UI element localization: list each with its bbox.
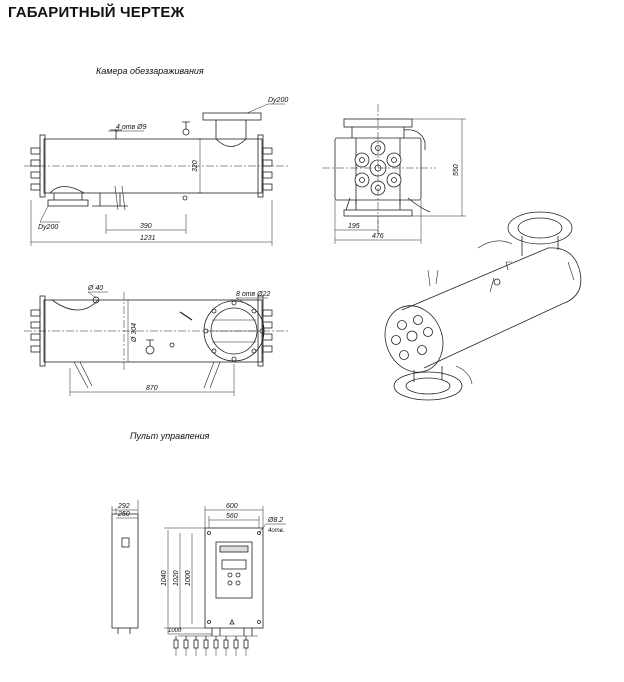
isometric-outlet-flange [507, 211, 573, 245]
chamber-front-left-connectors [30, 147, 273, 191]
panel-side-body [111, 513, 139, 629]
chamber-side-height-label: 550 [453, 164, 460, 176]
chamber-isometric-view [384, 211, 582, 401]
chamber-top-small-diameter-label: Ø 40 [87, 285, 103, 292]
panel-width-outer: 600 [226, 503, 238, 510]
chamber-top-holes-label: 8 отв Ø22 [236, 291, 270, 298]
chamber-top-view: Ø 40 8 отв Ø22 Ø 304 870 [24, 285, 290, 396]
panel-hole-count: 4отв. [268, 528, 284, 534]
chamber-side-offset-label: 195 [348, 223, 360, 230]
chamber-front-offset-label: 390 [140, 223, 152, 230]
chamber-side-width-label: 476 [372, 233, 384, 240]
panel-width-inner: 560 [226, 513, 238, 520]
panel-cable-glands [173, 628, 258, 656]
chamber-caption: Камера обеззараживания [96, 66, 204, 76]
page-title: ГАБАРИТНЫЙ ЧЕРТЕЖ [8, 4, 185, 21]
panel-side-view: 292 250 [111, 500, 139, 634]
chamber-front-inlet-flange [47, 199, 89, 207]
isometric-cylinder [401, 247, 582, 369]
chamber-front-view: Dy200 4 отв Ø9 320 Dy200 390 1231 [24, 97, 290, 246]
chamber-front-inlet-label: Dy200 [38, 224, 58, 231]
chamber-front-flange-label: Dy200 [268, 97, 288, 104]
chamber-front-holes-label: 4 отв Ø9 [116, 124, 147, 131]
panel-hole-diameter: Ø8.2 [267, 517, 283, 524]
panel-height-1: 1040 [161, 570, 168, 586]
chamber-front-outlet-pipe [202, 112, 262, 147]
control-panel-caption: Пульт управления [130, 431, 210, 441]
panel-side-width-inner: 250 [117, 511, 130, 518]
chamber-side-view: 550 195 476 [322, 104, 466, 244]
isometric-inlet-flange [393, 371, 463, 401]
chamber-top-diameter-label: Ø 304 [131, 323, 138, 343]
chamber-front-length-label: 1231 [140, 235, 156, 242]
panel-height-3: 1000 [185, 570, 192, 586]
chamber-front-height-label: 320 [192, 160, 199, 172]
panel-front-view: 600 560 Ø8.2 4отв. 1040 1020 1000 1000 [161, 503, 286, 656]
chamber-top-length-label: 870 [146, 385, 158, 392]
panel-front-body [204, 527, 264, 629]
panel-bottom-dim: 1000 [168, 628, 182, 634]
panel-front-display [215, 541, 253, 599]
isometric-lamp-end [384, 305, 444, 373]
panel-side-width-outer: 292 [117, 503, 130, 510]
panel-height-2: 1020 [173, 570, 180, 586]
